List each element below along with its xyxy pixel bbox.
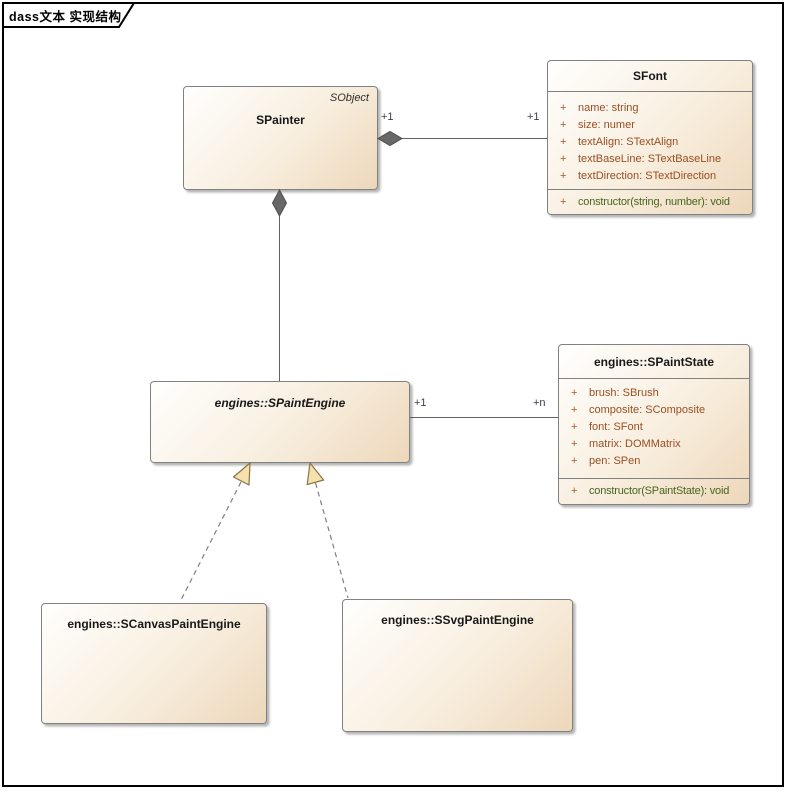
spaintstate-name: engines::SPaintState bbox=[593, 354, 715, 369]
attribute-row: + composite: SComposite bbox=[571, 404, 706, 416]
attribute-row: + textBaseLine: STextBaseLine bbox=[560, 153, 722, 165]
spainter-stereotype: SObject bbox=[329, 92, 369, 104]
scanvaspaintengine-name: engines::SCanvasPaintEngine bbox=[67, 617, 241, 631]
class-sfont[interactable]: SFont + name: string + size: numer + tex… bbox=[547, 60, 753, 215]
diagram-tab-title: dass文本 实现结构 bbox=[9, 10, 122, 24]
operation-row: + constructor(string, number): void bbox=[560, 196, 730, 208]
class-ssvgpaintengine[interactable]: engines::SSvgPaintEngine bbox=[342, 599, 573, 732]
mult-sfont-end: +1 bbox=[527, 111, 540, 123]
attribute-row: + size: numer bbox=[560, 119, 635, 131]
attribute-row: + name: string bbox=[560, 102, 639, 114]
attribute-row: + brush: SBrush bbox=[571, 387, 659, 399]
attribute-row: + matrix: DOMMatrix bbox=[571, 438, 681, 450]
attribute-row: + textAlign: STextAlign bbox=[560, 136, 679, 148]
class-spainter[interactable]: SObject SPainter bbox=[183, 86, 378, 190]
class-scanvaspaintengine[interactable]: engines::SCanvasPaintEngine bbox=[41, 603, 267, 724]
spainter-name: SPainter bbox=[256, 113, 305, 127]
class-spaintengine[interactable]: engines::SPaintEngine bbox=[150, 381, 410, 463]
mult-spaintstate-end: +n bbox=[533, 397, 546, 409]
attribute-row: + textDirection: STextDirection bbox=[560, 170, 717, 182]
spaintengine-name: engines::SPaintEngine bbox=[214, 396, 346, 410]
class-spaintstate[interactable]: engines::SPaintState + brush: SBrush + c… bbox=[558, 344, 750, 505]
sfont-operations: + constructor(string, number): void bbox=[548, 189, 752, 216]
spaintstate-operations: + constructor(SPaintState): void bbox=[559, 478, 749, 506]
sfont-attributes: + name: string + size: numer + textAlign… bbox=[548, 91, 752, 189]
diagram-frame bbox=[2, 2, 784, 787]
operation-row: + constructor(SPaintState): void bbox=[571, 485, 730, 497]
attribute-row: + font: SFont bbox=[571, 421, 643, 433]
spaintstate-attributes: + brush: SBrush + composite: SComposite … bbox=[559, 378, 749, 478]
ssvgpaintengine-name: engines::SSvgPaintEngine bbox=[381, 613, 534, 627]
sfont-name: SFont bbox=[633, 69, 667, 83]
attribute-row: + pen: SPen bbox=[571, 455, 641, 467]
mult-spainter-end: +1 bbox=[381, 111, 394, 123]
mult-spaintengine-end: +1 bbox=[414, 397, 427, 409]
